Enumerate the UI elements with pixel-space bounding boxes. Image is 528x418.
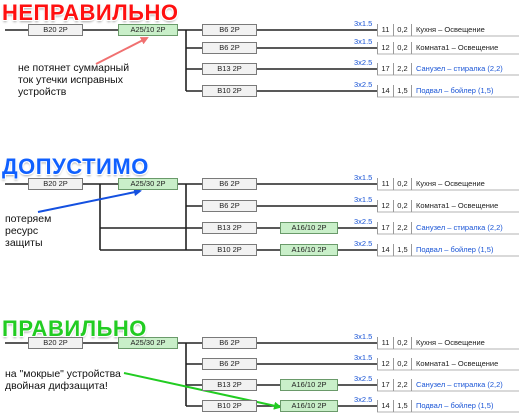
load-name: Санузел – стиралка (2,2)	[411, 63, 519, 75]
line-number: 12	[377, 358, 393, 370]
cable-label: 3x1.5	[354, 37, 373, 46]
section-note-line: ток утечки исправных	[18, 74, 123, 86]
main-rcd: A25/30 2P	[118, 337, 178, 349]
load-name: Кухня – Освещение	[411, 337, 519, 349]
load-name: Подвал – бойлер (1,5)	[411, 400, 519, 412]
branch-breaker: B6 2P	[202, 200, 257, 212]
line-number: 12	[377, 42, 393, 54]
cable-label: 3x2.5	[354, 239, 373, 248]
branch-breaker: B6 2P	[202, 178, 257, 190]
cable-label: 3x1.5	[354, 195, 373, 204]
section-note-line: на "мокрые" устройства	[5, 368, 121, 380]
line-number: 11	[377, 337, 393, 349]
line-number: 11	[377, 24, 393, 36]
load-name: Кухня – Освещение	[411, 178, 519, 190]
main-breaker: B20 2P	[28, 24, 83, 36]
line-number: 17	[377, 63, 393, 75]
branch-breaker: B6 2P	[202, 42, 257, 54]
branch-breaker: B10 2P	[202, 244, 257, 256]
pointer-arrow	[37, 188, 142, 213]
section-note-line: защиты	[5, 237, 43, 249]
section-note-line: двойная дифзащита!	[5, 380, 108, 392]
pointer-arrow	[95, 37, 149, 65]
line-power: 0,2	[393, 358, 411, 370]
line-power: 0,2	[393, 337, 411, 349]
cable-label: 3x1.5	[354, 173, 373, 182]
cable-label: 3x1.5	[354, 332, 373, 341]
branch-rcd: A16/10 2P	[280, 244, 338, 256]
line-number: 17	[377, 379, 393, 391]
line-power: 0,2	[393, 200, 411, 212]
branch-breaker: B13 2P	[202, 222, 257, 234]
branch-rcd: A16/10 2P	[280, 222, 338, 234]
load-name: Санузел – стиралка (2,2)	[411, 222, 519, 234]
branch-rcd: A16/10 2P	[280, 379, 338, 391]
line-number: 17	[377, 222, 393, 234]
line-number: 14	[377, 244, 393, 256]
cable-label: 3x2.5	[354, 58, 373, 67]
cable-label: 3x1.5	[354, 353, 373, 362]
line-number: 14	[377, 85, 393, 97]
branch-breaker: B6 2P	[202, 358, 257, 370]
branch-breaker: B13 2P	[202, 63, 257, 75]
cable-label: 3x1.5	[354, 19, 373, 28]
section-note-line: потеряем	[5, 213, 52, 225]
load-name: Подвал – бойлер (1,5)	[411, 85, 519, 97]
load-name: Кухня – Освещение	[411, 24, 519, 36]
load-name: Подвал – бойлер (1,5)	[411, 244, 519, 256]
line-power: 2,2	[393, 379, 411, 391]
line-power: 1,5	[393, 85, 411, 97]
line-power: 1,5	[393, 244, 411, 256]
main-breaker: B20 2P	[28, 337, 83, 349]
cable-label: 3x2.5	[354, 80, 373, 89]
section-title-2: ПРАВИЛЬНО	[2, 316, 147, 341]
section-note-line: не потянет суммарный	[18, 62, 130, 74]
section-note-line: ресурс	[5, 225, 39, 237]
branch-rcd: A16/10 2P	[280, 400, 338, 412]
section-note-line: устройств	[18, 86, 67, 98]
branch-breaker: B10 2P	[202, 85, 257, 97]
main-rcd: A25/30 2P	[118, 178, 178, 190]
line-power: 1,5	[393, 400, 411, 412]
cable-label: 3x2.5	[354, 374, 373, 383]
line-power: 0,2	[393, 178, 411, 190]
line-power: 2,2	[393, 63, 411, 75]
cable-label: 3x2.5	[354, 395, 373, 404]
section-title-0: НЕПРАВИЛЬНО	[2, 0, 179, 25]
load-name: Комната1 – Освещение	[411, 358, 519, 370]
line-power: 2,2	[393, 222, 411, 234]
branch-breaker: B6 2P	[202, 337, 257, 349]
branch-breaker: B6 2P	[202, 24, 257, 36]
section-title-1: ДОПУСТИМО	[2, 154, 149, 179]
branch-breaker: B13 2P	[202, 379, 257, 391]
load-name: Комната1 – Освещение	[411, 200, 519, 212]
main-breaker: B20 2P	[28, 178, 83, 190]
load-name: Комната1 – Освещение	[411, 42, 519, 54]
main-rcd: A25/10 2P	[118, 24, 178, 36]
line-power: 0,2	[393, 24, 411, 36]
line-power: 0,2	[393, 42, 411, 54]
line-number: 11	[377, 178, 393, 190]
cable-label: 3x2.5	[354, 217, 373, 226]
line-number: 14	[377, 400, 393, 412]
line-number: 12	[377, 200, 393, 212]
branch-breaker: B10 2P	[202, 400, 257, 412]
load-name: Санузел – стиралка (2,2)	[411, 379, 519, 391]
